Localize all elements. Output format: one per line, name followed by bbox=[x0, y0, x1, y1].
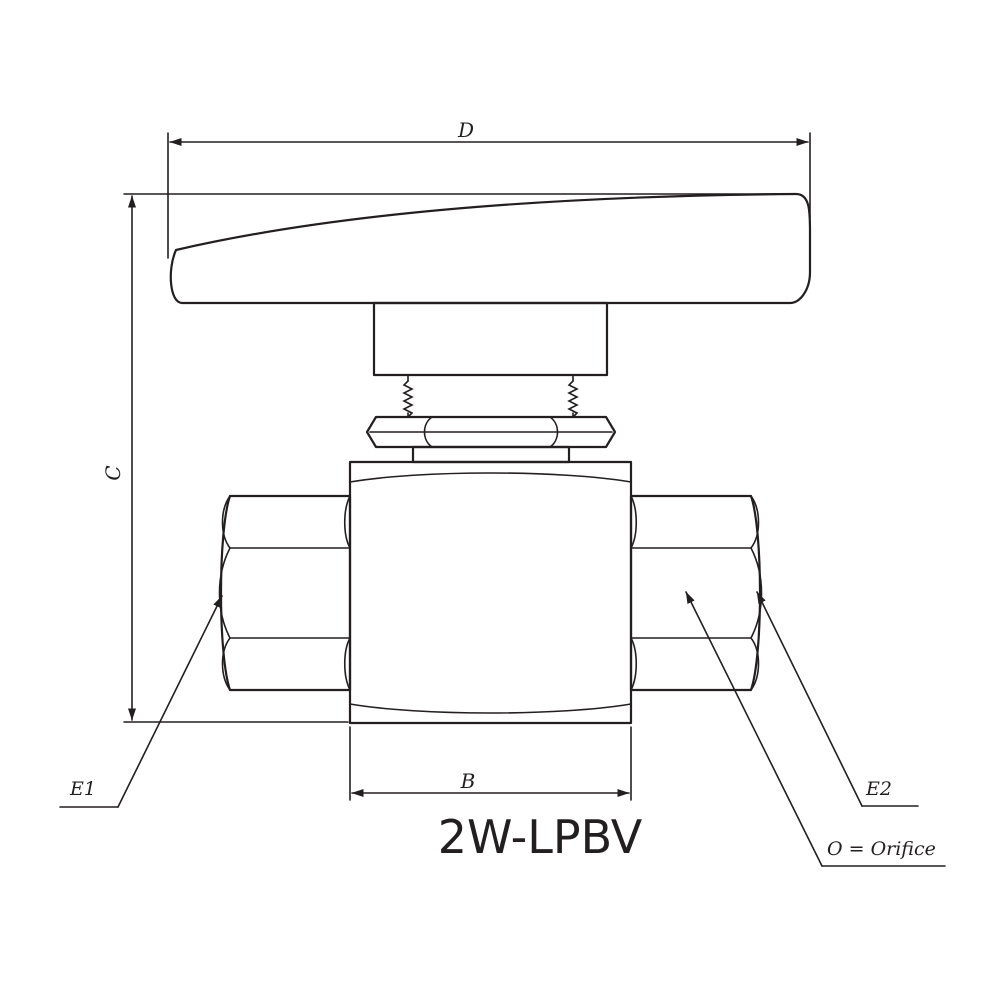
handle bbox=[169, 192, 812, 305]
spring-right bbox=[567, 374, 579, 418]
spring-left bbox=[402, 374, 414, 418]
bonnet-collar bbox=[411, 445, 571, 464]
left-end-connector bbox=[218, 494, 352, 692]
callout-e2-label: E2 bbox=[865, 778, 892, 800]
model-title: 2W-LPBV bbox=[438, 810, 643, 864]
dimension-c: C bbox=[101, 193, 797, 723]
valve-body bbox=[348, 460, 633, 725]
callout-e2: E2 bbox=[756, 591, 919, 807]
right-end-connector bbox=[629, 494, 763, 692]
dimension-d: D bbox=[167, 118, 811, 259]
dimension-b-label: B bbox=[460, 769, 476, 793]
callout-orifice: O = Orifice bbox=[685, 591, 946, 867]
dimension-c-label: C bbox=[101, 465, 125, 480]
panel-nut bbox=[365, 415, 617, 449]
stem-block bbox=[372, 301, 609, 377]
callout-e1-label: E1 bbox=[69, 778, 96, 800]
dimension-d-label: D bbox=[457, 118, 474, 142]
dimension-b: B bbox=[349, 726, 632, 801]
callout-e1: E1 bbox=[59, 595, 223, 808]
callout-orifice-label: O = Orifice bbox=[827, 838, 936, 860]
